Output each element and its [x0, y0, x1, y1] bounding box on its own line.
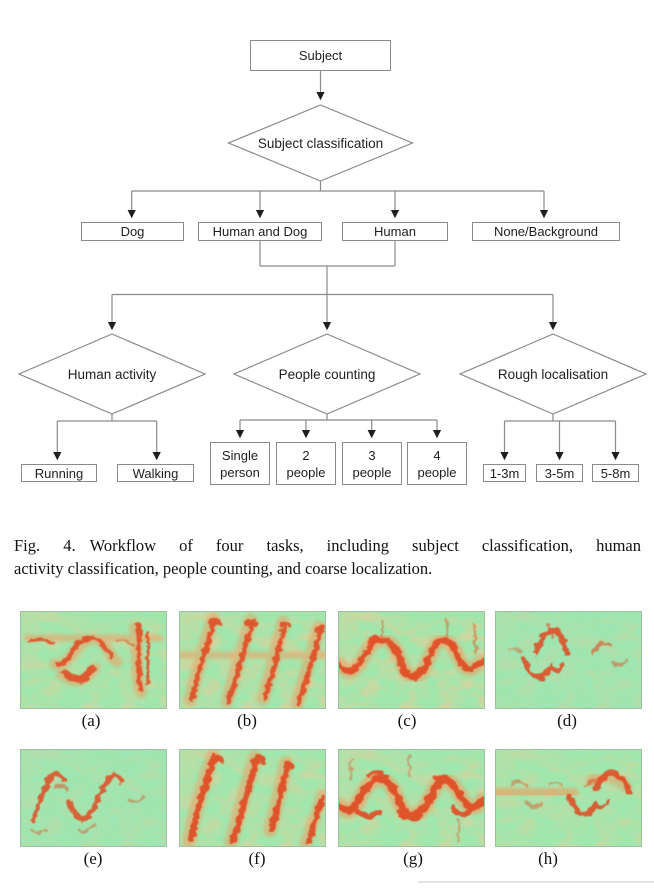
- node-4-people: 4 people: [407, 442, 467, 485]
- node-3-people-label: 3 people: [352, 447, 392, 480]
- node-1-3m: 1-3m: [483, 464, 526, 482]
- node-subject: Subject: [250, 40, 391, 71]
- panel-label-h: (h): [538, 849, 558, 868]
- node-single-person-label: Single person: [220, 447, 260, 480]
- caption-fig-label: Fig. 4.: [14, 535, 76, 555]
- figure-caption: Fig. 4. Workflow of four tasks, including…: [14, 534, 641, 580]
- node-2-people: 2 people: [276, 442, 336, 485]
- node-single-person: Single person: [210, 442, 270, 485]
- caption-line1-text: Workflow of four tasks, including subjec…: [89, 535, 641, 555]
- decision-rough-localisation: [458, 333, 648, 415]
- caption-line1: Fig. 4. Workflow of four tasks, including…: [14, 534, 641, 557]
- spectrogram-panel-h: [495, 749, 642, 847]
- node-human-and-dog: Human and Dog: [198, 222, 322, 241]
- page-edge-rule: [418, 881, 654, 883]
- node-2-people-label: 2 people: [286, 447, 326, 480]
- panel-label-e: (e): [83, 849, 103, 868]
- caption-line2: activity classification, people counting…: [14, 558, 433, 578]
- node-walking: Walking: [117, 464, 194, 482]
- node-running: Running: [21, 464, 97, 482]
- panel-label-b: (b): [237, 711, 257, 730]
- spectrogram-panel-b: [179, 611, 326, 709]
- panel-label-f: (f): [248, 849, 266, 868]
- decision-people-counting: [232, 333, 422, 415]
- node-human: Human: [342, 222, 448, 241]
- node-dog: Dog: [81, 222, 184, 241]
- spectrogram-panel-f: [179, 749, 326, 847]
- decision-human-activity: [17, 333, 207, 415]
- node-3-5m: 3-5m: [536, 464, 583, 482]
- arrow-lines: [53, 70, 620, 461]
- node-none-background: None/Background: [472, 222, 620, 241]
- panel-label-a: (a): [81, 711, 101, 730]
- connector-lines: [57, 181, 616, 422]
- panel-label-c: (c): [397, 711, 417, 730]
- spectrogram-panel-e: [20, 749, 167, 847]
- spectrogram-panel-a: [20, 611, 167, 709]
- panel-label-g: (g): [403, 849, 423, 868]
- flowchart-connectors: [17, 70, 648, 461]
- spectrogram-panel-d: [495, 611, 642, 709]
- spectrogram-panel-c: [338, 611, 485, 709]
- spectrogram-panel-g: [338, 749, 485, 847]
- panel-label-d: (d): [557, 711, 577, 730]
- node-5-8m: 5-8m: [592, 464, 639, 482]
- node-3-people: 3 people: [342, 442, 402, 485]
- node-4-people-label: 4 people: [417, 447, 457, 480]
- decision-subject-classification: [226, 104, 415, 182]
